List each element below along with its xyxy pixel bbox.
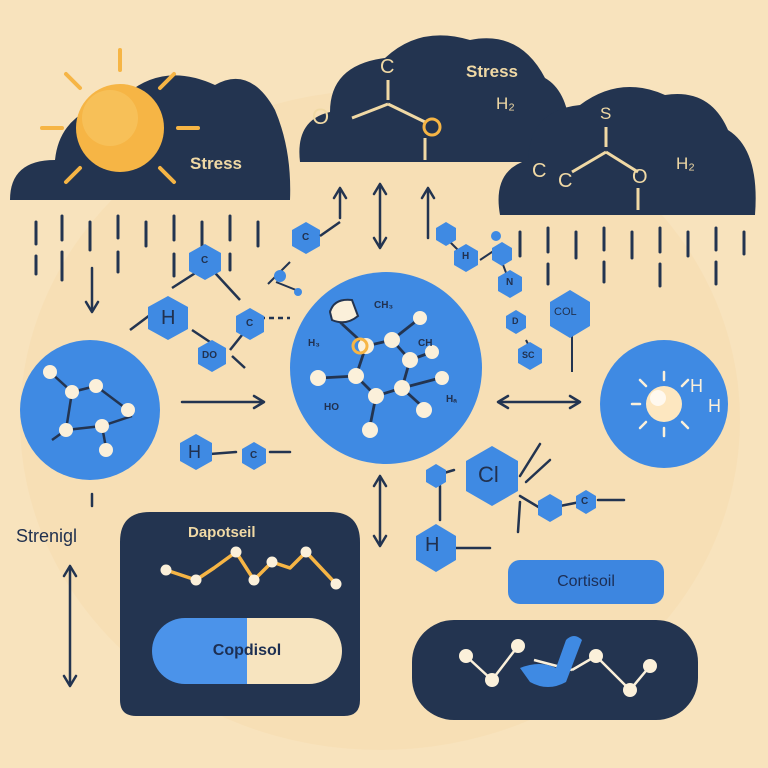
center-label-ch3: CH₃	[374, 300, 394, 311]
small-hex-label-d: D	[512, 316, 519, 326]
cloud-center-label: Stress	[466, 62, 518, 81]
cloud-right-atom-c2: C	[558, 170, 573, 192]
center-label-ha: Hₐ	[446, 394, 457, 405]
left-hex-molecule	[129, 244, 290, 372]
cloud-center-atom-o: O	[312, 104, 330, 129]
center-label-h3: H₃	[308, 338, 320, 349]
rain-left	[34, 214, 260, 282]
capsule-pill: Copdisol	[152, 618, 342, 684]
sun-icon	[40, 48, 200, 184]
cloud-center	[299, 35, 571, 162]
lower-hex-label-c: C	[581, 496, 589, 507]
capsule-label: Copdisol	[212, 642, 282, 659]
cortisol-pill-label: Cortisoil	[508, 560, 664, 604]
cloud-center-h2: H₂	[496, 94, 515, 113]
lower-hex-label-cl: Cl	[478, 462, 499, 487]
strength-label: Strenigl	[16, 526, 78, 546]
left-hex-label-do: DO	[202, 350, 217, 361]
flow-arrows	[62, 182, 582, 688]
cloud-left-label: Stress	[190, 154, 242, 173]
x-atom	[267, 261, 302, 296]
capsule-cream-half	[247, 618, 342, 684]
capsule-blue-half	[152, 618, 247, 684]
left-hex-label-h: H	[161, 307, 176, 329]
cloud-right-atom-o: O	[632, 166, 648, 188]
center-circle	[290, 272, 482, 464]
lower-hex-molecule	[180, 434, 626, 572]
cloud-right-molecule	[571, 127, 640, 210]
cloud-center-atom	[422, 117, 442, 137]
small-hex-label-sc: SC	[522, 350, 535, 360]
lower-hex-label-h: H	[425, 534, 440, 556]
right-small-hexes	[436, 222, 590, 372]
drug-panel	[120, 512, 360, 716]
right-circle	[600, 340, 728, 468]
right-circle-label-h2: H	[708, 396, 721, 416]
small-hex-label-h: H	[462, 251, 470, 262]
small-hex-label-c: C	[302, 232, 310, 243]
small-hex-c	[292, 222, 320, 254]
cloud-right-atom-s: S	[600, 104, 612, 123]
small-hex-label-n: N	[506, 277, 514, 288]
cloud-right	[498, 87, 756, 215]
left-circle	[20, 340, 160, 480]
cloud-right-h2: H₂	[676, 154, 695, 173]
center-label-ch: CH	[418, 338, 433, 349]
small-hex-bond	[319, 220, 341, 238]
lower-hex-label-c2: C	[250, 450, 258, 461]
cloud-right-atom-c1: C	[532, 160, 547, 182]
lower-hex-label-h2: H	[188, 442, 201, 462]
right-circle-label-h1: H	[690, 376, 703, 396]
cloud-center-molecule	[351, 80, 427, 160]
center-label-ho: HO	[324, 402, 339, 413]
panel-title: Dapotseil	[188, 524, 256, 541]
left-hex-label-c2: C	[246, 318, 254, 329]
cloud-center-atom-c: C	[380, 56, 395, 78]
bottom-molecule-panel	[412, 620, 698, 720]
small-hex-label-col: COL	[554, 306, 577, 318]
rain-right	[518, 226, 746, 288]
left-hex-label-c: C	[201, 255, 209, 266]
